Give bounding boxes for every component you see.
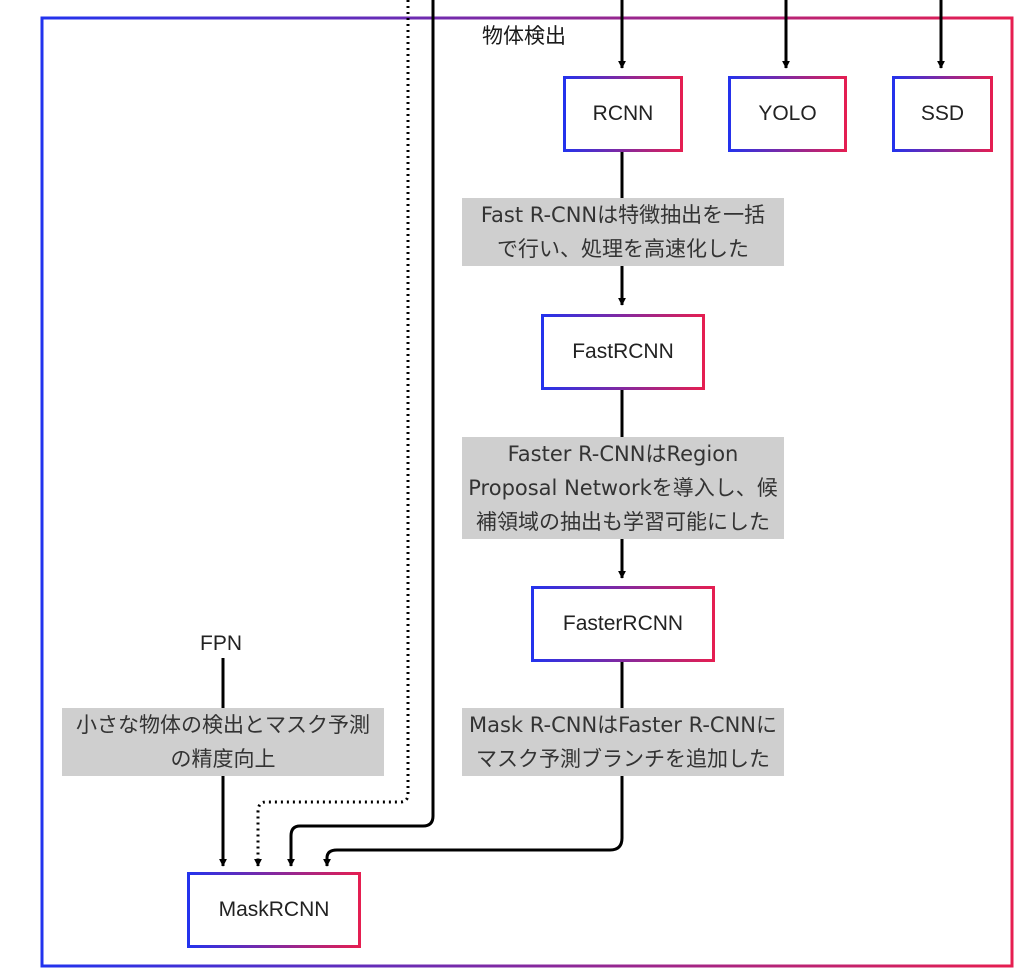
node-ssd[interactable]: SSD bbox=[892, 76, 993, 152]
node-mask-rcnn[interactable]: MaskRCNN bbox=[187, 872, 361, 948]
cluster-label: 物体検出 bbox=[482, 24, 566, 48]
edge-label-fpn-mask: 小さな物体の検出とマスク予測 の精度向上 bbox=[62, 708, 384, 776]
edge-faster-mask bbox=[323, 662, 624, 867]
edge-label-rcnn-fast: Fast R-CNNは特徴抽出を一括 で行い、処理を高速化した bbox=[462, 198, 784, 266]
edge-label-faster-mask: Mask R-CNNはFaster R-CNNに マスク予測ブランチを追加した bbox=[462, 708, 784, 776]
cluster-border bbox=[40, 16, 1014, 968]
node-fpn[interactable]: FPN bbox=[200, 632, 242, 655]
edge-label-fast-faster: Faster R-CNNはRegion Proposal Networkを導入し… bbox=[462, 437, 784, 539]
node-faster-rcnn[interactable]: FasterRCNN bbox=[531, 586, 715, 662]
node-yolo[interactable]: YOLO bbox=[728, 76, 847, 152]
edge-solid-from-above bbox=[287, 0, 435, 867]
node-fast-rcnn[interactable]: FastRCNN bbox=[541, 314, 705, 390]
node-rcnn[interactable]: RCNN bbox=[563, 76, 683, 152]
